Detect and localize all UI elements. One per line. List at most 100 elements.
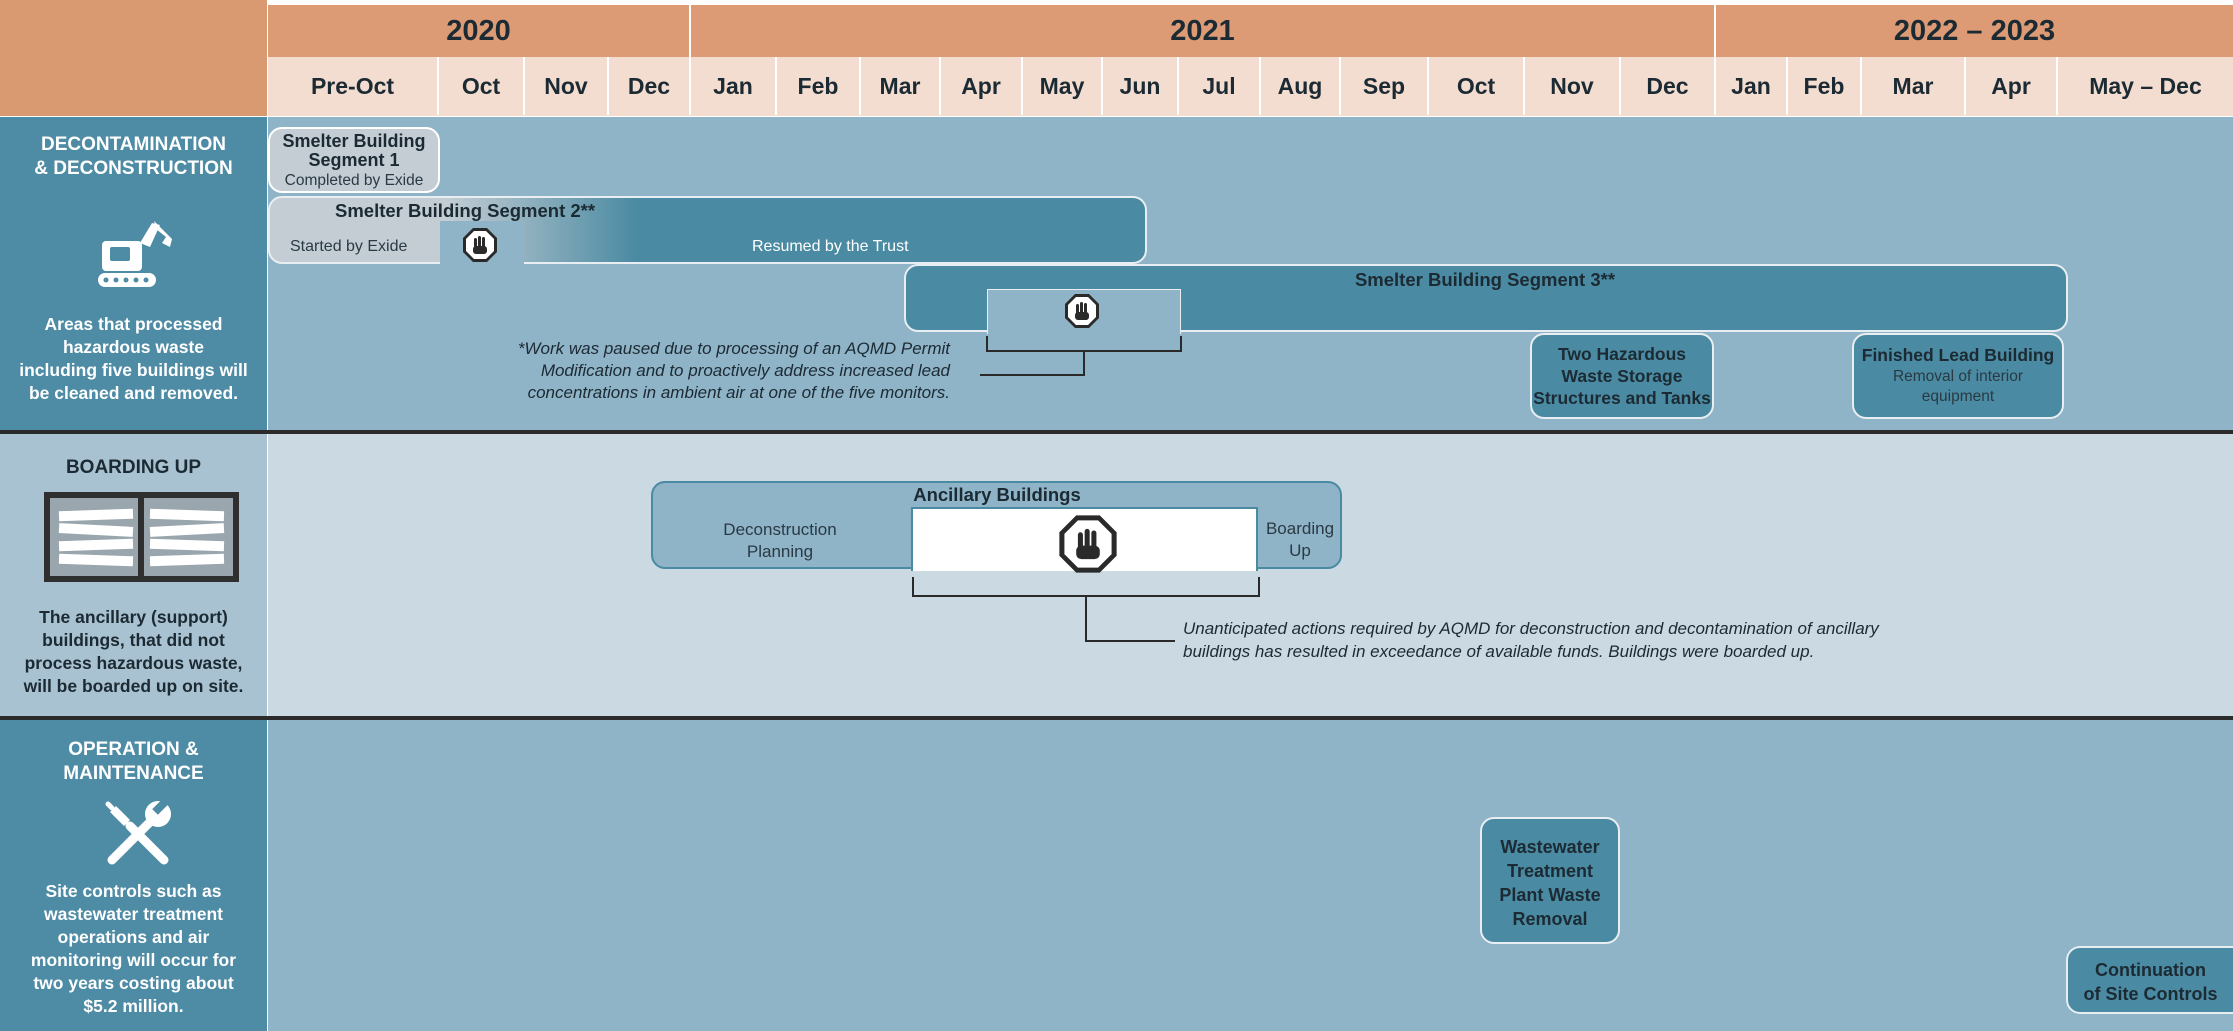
decon-desc-line-1: Areas that processed — [44, 314, 223, 334]
note-connector-vertical — [1083, 352, 1085, 376]
month-mar-2021: Mar — [861, 57, 941, 115]
note-connector-horizontal — [980, 374, 1085, 376]
segment-3-note-line-2: Modification and to proactively address … — [540, 361, 950, 380]
ancillary-title: Ancillary Buildings — [913, 484, 1081, 505]
decon-title-line-1: DECONTAMINATION — [40, 134, 227, 155]
year-row: 2020 2021 2022 – 2023 — [268, 5, 2233, 57]
row-divider-2 — [0, 716, 2233, 720]
om-side-panel: OPERATION & MAINTENANCE Site controls su… — [0, 720, 267, 1031]
boarding-title: BOARDING UP — [65, 457, 202, 478]
ancillary-note-line-1: Unanticipated actions required by AQMD f… — [1183, 619, 1879, 638]
om-desc-line-4: monitoring will occur for — [30, 950, 237, 970]
ancillary-right-line-1: Boarding — [1265, 519, 1335, 538]
excavator-icon — [92, 205, 182, 295]
boarding-desc-line-2: buildings, that did not — [42, 630, 225, 650]
month-nov-2020: Nov — [525, 57, 609, 115]
finished-lead-sub-1: Removal of interior — [1892, 368, 2024, 385]
continuation-site-controls-box: Continuation of Site Controls — [2066, 946, 2233, 1014]
month-apr-2022: Apr — [1966, 57, 2058, 115]
segment-2-title: Smelter Building Segment 2** — [335, 200, 596, 221]
month-jan-2021: Jan — [691, 57, 777, 115]
om-title-line-1: OPERATION & — [68, 739, 199, 760]
row-divider-1 — [0, 430, 2233, 434]
hazardous-storage-line-2: Waste Storage — [1561, 366, 1683, 386]
month-dec-2020: Dec — [609, 57, 691, 115]
month-may-dec-2022: May – Dec — [2089, 73, 2202, 99]
continuation-line-1: Continuation — [2095, 960, 2206, 980]
month-jan-2022: Jan — [1716, 57, 1788, 115]
decon-side-panel: DECONTAMINATION & DECONSTRUCTION Areas t… — [0, 117, 267, 430]
year-2020: 2020 — [268, 5, 691, 57]
boarding-side-panel: BOARDING UP The ancillary (support) buil… — [0, 434, 267, 716]
ancillary-left-line-2: Planning — [746, 542, 814, 561]
decon-desc-line-2: hazardous waste — [62, 337, 205, 357]
ancillary-pause-bracket — [912, 577, 1260, 597]
month-dec-2021: Dec — [1621, 57, 1716, 115]
month-jul-2021: Jul — [1179, 57, 1261, 115]
stop-hand-icon — [1056, 512, 1120, 576]
finished-lead-title: Finished Lead Building — [1861, 345, 2055, 365]
year-2021: 2021 — [691, 5, 1716, 57]
boarded-window-icon — [44, 492, 239, 582]
segment-3-note-line-3: concentrations in ambient air at one of … — [527, 383, 950, 402]
decon-desc-line-3: including five buildings will — [19, 360, 248, 380]
month-feb-2021: Feb — [777, 57, 861, 115]
segment-1-title-line-1: Smelter Building — [282, 131, 426, 151]
month-jun-2021: Jun — [1103, 57, 1179, 115]
om-desc-line-3: operations and air — [57, 927, 210, 947]
stop-hand-icon — [461, 226, 499, 264]
month-aug-2021: Aug — [1261, 57, 1341, 115]
wrench-screwdriver-icon — [102, 798, 174, 870]
month-oct-2020: Oct — [439, 57, 525, 115]
om-timeline-area — [268, 720, 2233, 1031]
segment-1-subtitle: Completed by Exide — [284, 172, 424, 189]
wastewater-line-2: Treatment — [1506, 861, 1594, 881]
om-desc-line-2: wastewater treatment — [44, 904, 223, 924]
decon-title-line-2: & DECONSTRUCTION — [34, 158, 233, 179]
om-title-line-2: MAINTENANCE — [63, 763, 204, 784]
om-desc-line-1: Site controls such as — [45, 881, 222, 901]
continuation-line-2: of Site Controls — [2083, 984, 2218, 1004]
om-desc-line-6: $5.2 million. — [83, 996, 184, 1016]
month-nov-2021: Nov — [1525, 57, 1621, 115]
month-sep-2021: Sep — [1341, 57, 1429, 115]
wastewater-removal-box: Wastewater Treatment Plant Waste Removal — [1480, 817, 1620, 944]
hazardous-storage-line-1: Two Hazardous — [1557, 344, 1687, 364]
segment-2-started-label: Started by Exide — [290, 238, 408, 255]
boarding-desc-line-3: process hazardous waste, — [24, 653, 243, 673]
ancillary-connector-vertical — [1085, 597, 1087, 642]
ancillary-note-line-2: buildings has resulted in exceedance of … — [1183, 642, 1815, 661]
segment-2-resumed-label: Resumed by the Trust — [752, 238, 909, 255]
wastewater-line-3: Plant Waste — [1499, 885, 1601, 905]
ancillary-connector-horizontal — [1085, 640, 1175, 642]
boarding-timeline-area — [268, 434, 2233, 716]
month-pre-oct-2020: Pre-Oct — [268, 57, 439, 115]
boarding-desc-line-4: will be boarded up on site. — [23, 676, 244, 696]
wastewater-line-1: Wastewater — [1500, 837, 1600, 857]
hazardous-storage-box: Two Hazardous Waste Storage Structures a… — [1530, 333, 1714, 419]
header-corner — [0, 0, 267, 116]
month-apr-2021: Apr — [941, 57, 1023, 115]
segment-3-title: Smelter Building Segment 3** — [1354, 269, 1616, 290]
month-mar-2022: Mar — [1862, 57, 1966, 115]
segment-1-title-line-2: Segment 1 — [308, 150, 400, 170]
finished-lead-sub-2: equipment — [1921, 388, 1995, 405]
segment-3-note-line-1: *Work was paused due to processing of an… — [517, 339, 950, 358]
ancillary-right-line-2: Up — [1289, 541, 1311, 560]
smelter-segment-1-box: Smelter Building Segment 1 Completed by … — [268, 127, 440, 193]
boarding-desc-line-1: The ancillary (support) — [39, 607, 228, 627]
om-desc-line-5: two years costing about — [33, 973, 234, 993]
hazardous-storage-line-3: Structures and Tanks — [1533, 388, 1711, 408]
ancillary-left-line-1: Deconstruction — [723, 520, 837, 539]
segment-3-pause-bracket — [986, 336, 1182, 352]
smelter-segment-2-bar — [268, 196, 1147, 264]
month-may-2021: May — [1023, 57, 1103, 115]
wastewater-line-4: Removal — [1512, 909, 1588, 929]
month-oct-2021: Oct — [1429, 57, 1525, 115]
decon-desc-line-4: be cleaned and removed. — [28, 383, 239, 403]
year-2022-2023: 2022 – 2023 — [1893, 15, 2056, 47]
month-feb-2022: Feb — [1788, 57, 1862, 115]
finished-lead-building-box: Finished Lead Building Removal of interi… — [1852, 333, 2064, 419]
month-row: Pre-Oct Oct Nov Dec Jan Feb Mar Apr May … — [268, 57, 2233, 116]
stop-hand-icon — [1063, 292, 1101, 330]
